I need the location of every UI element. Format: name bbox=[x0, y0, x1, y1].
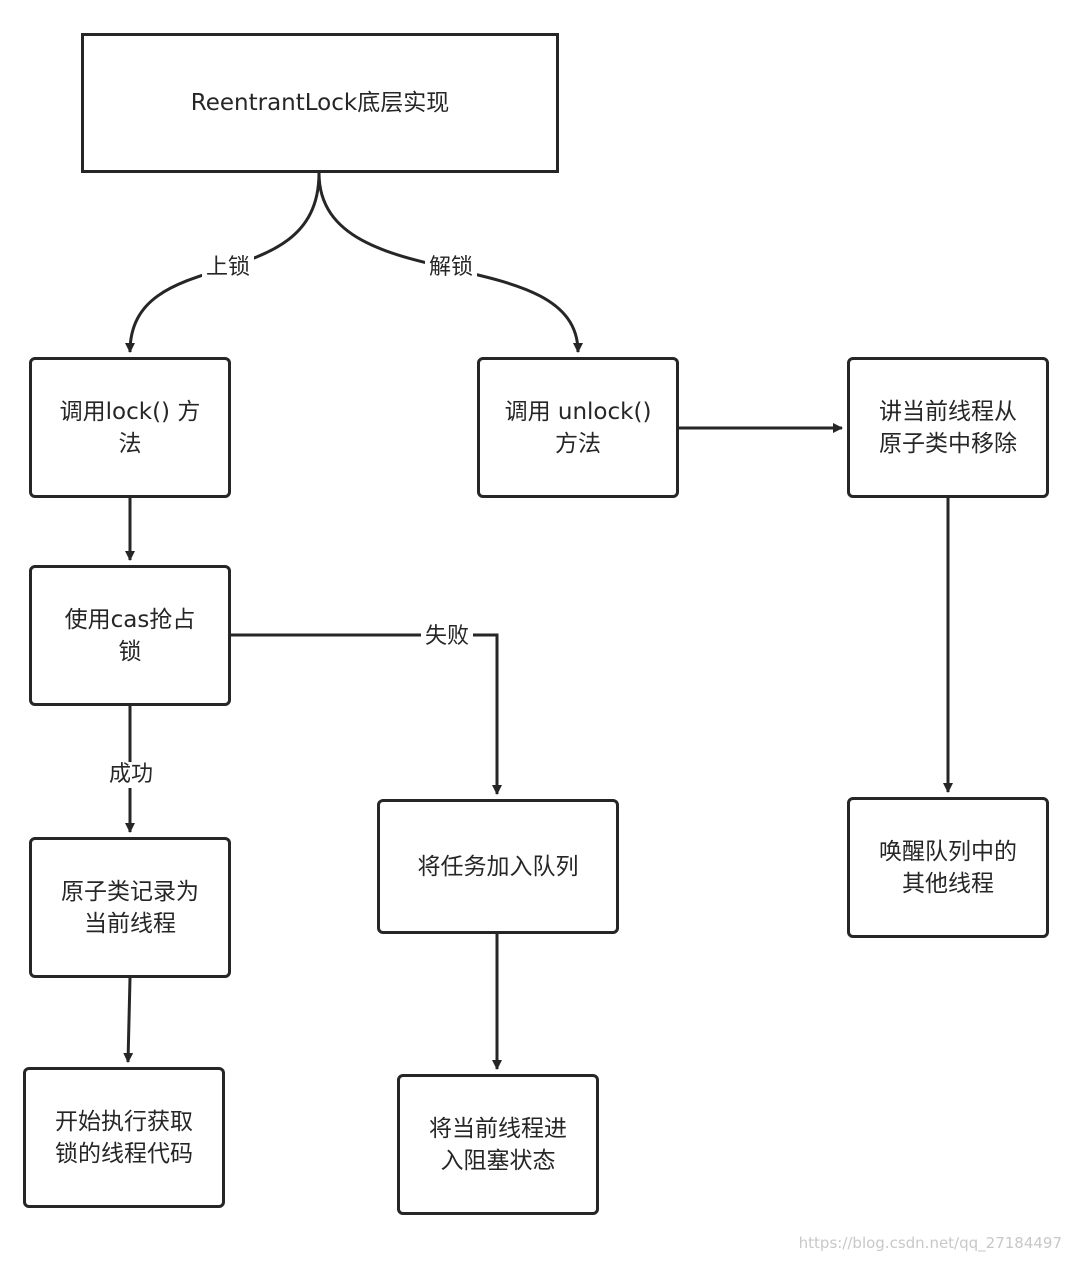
remove-thread-label: 讲当前线程从 原子类中移除 bbox=[879, 398, 1017, 457]
edge-label-success: 成功 bbox=[104, 762, 158, 788]
call-unlock-node: 调用 unlock() 方法 bbox=[477, 357, 679, 498]
edge-label-lock: 上锁 bbox=[201, 255, 255, 281]
execute-code-node: 开始执行获取 锁的线程代码 bbox=[23, 1067, 225, 1208]
enqueue-node: 将任务加入队列 bbox=[377, 799, 619, 934]
call-unlock-label: 调用 unlock() 方法 bbox=[504, 398, 652, 457]
cas-grab-label: 使用cas抢占 锁 bbox=[64, 606, 196, 665]
cas-grab-node: 使用cas抢占 锁 bbox=[29, 565, 231, 706]
block-thread-node: 将当前线程进 入阻塞状态 bbox=[397, 1074, 599, 1215]
edge-record-to-execute bbox=[123, 977, 134, 1063]
root-node-label: ReentrantLock底层实现 bbox=[190, 90, 450, 116]
edge-cas-fail bbox=[230, 633, 502, 795]
root-node: ReentrantLock底层实现 bbox=[81, 33, 559, 173]
edge-label-unlock: 解锁 bbox=[424, 255, 478, 281]
remove-thread-node: 讲当前线程从 原子类中移除 bbox=[847, 357, 1049, 498]
enqueue-label: 将任务加入队列 bbox=[417, 853, 579, 880]
edge-label-fail: 失败 bbox=[420, 624, 474, 650]
execute-code-label: 开始执行获取 锁的线程代码 bbox=[55, 1108, 193, 1167]
block-thread-label: 将当前线程进 入阻塞状态 bbox=[429, 1115, 567, 1174]
call-lock-node: 调用lock() 方 法 bbox=[29, 357, 231, 498]
call-lock-label: 调用lock() 方 法 bbox=[59, 398, 201, 457]
record-thread-node: 原子类记录为 当前线程 bbox=[29, 837, 231, 978]
record-thread-label: 原子类记录为 当前线程 bbox=[61, 878, 199, 937]
wake-threads-label: 唤醒队列中的 其他线程 bbox=[879, 838, 1017, 897]
wake-threads-node: 唤醒队列中的 其他线程 bbox=[847, 797, 1049, 938]
watermark: https://blog.csdn.net/qq_27184497 bbox=[798, 1234, 1062, 1252]
